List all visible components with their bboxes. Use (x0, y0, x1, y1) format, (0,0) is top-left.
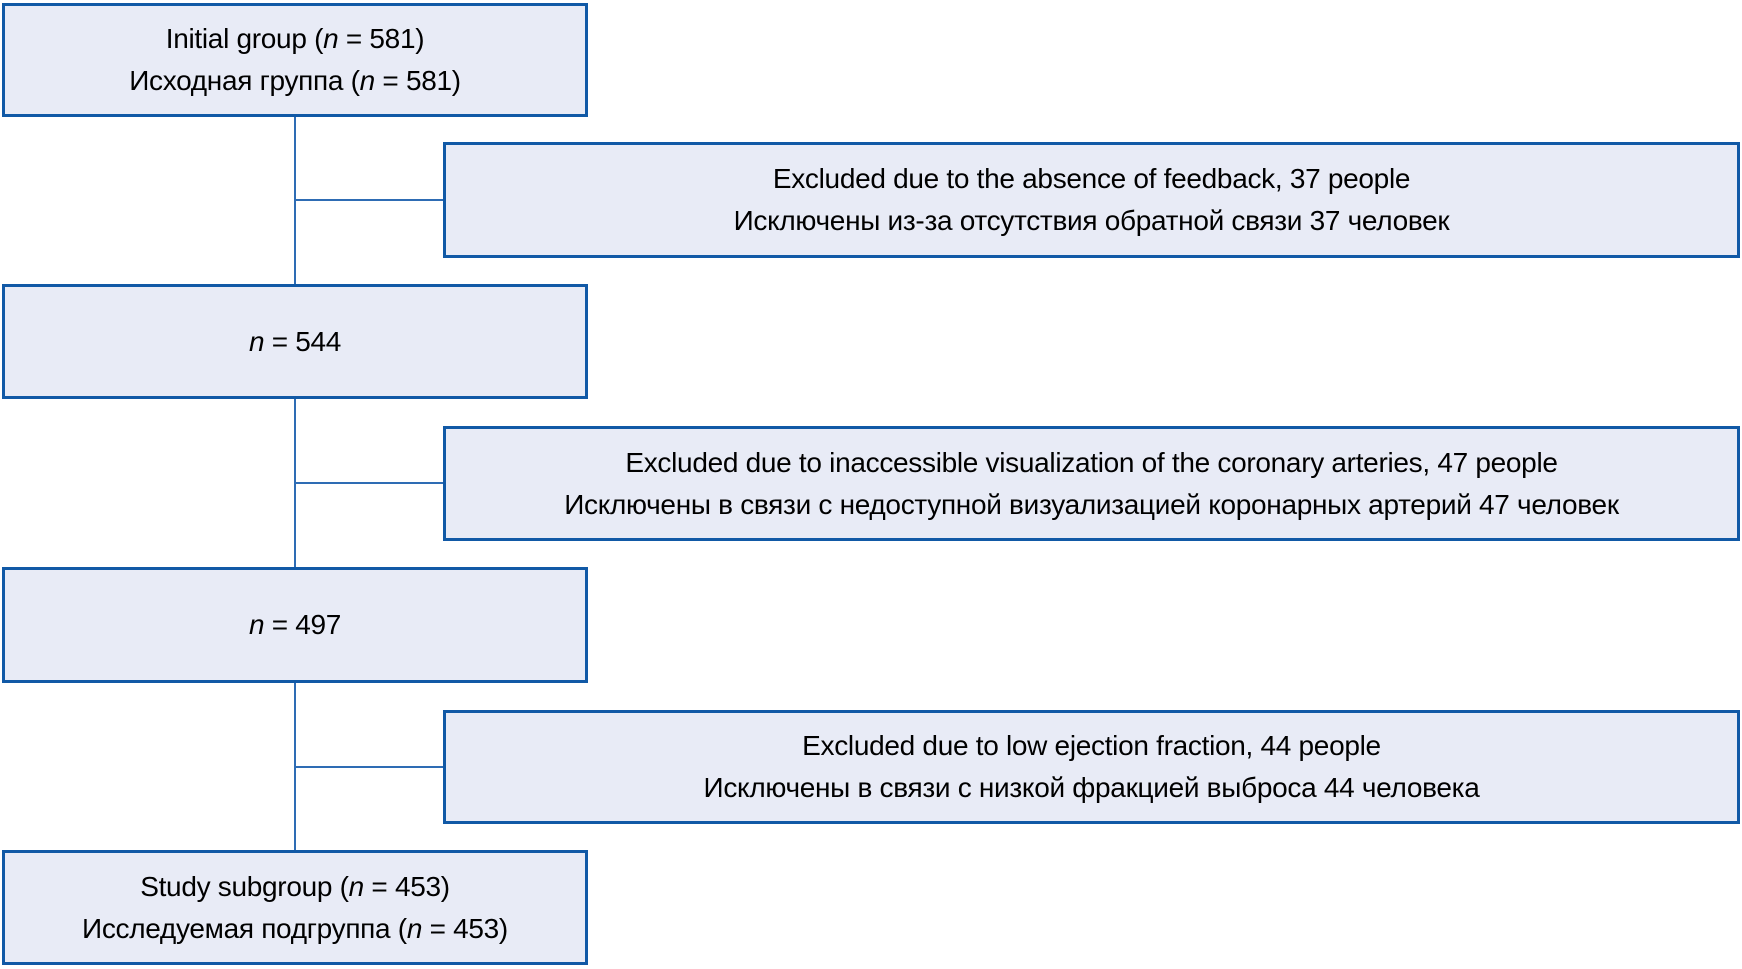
box-excluded-ejection-fraction: Excluded due to low ejection fraction, 4… (443, 710, 1740, 824)
excluded-visualization-label-en: Excluded due to inaccessible visualizati… (625, 446, 1558, 478)
connector-branch-1 (295, 199, 443, 201)
study-subgroup-label-en: Study subgroup (n = 453) (140, 870, 450, 902)
n-497-label: n = 497 (248, 609, 342, 640)
excluded-visualization-label-ru: Исключены в связи с недоступной визуализ… (564, 488, 1619, 520)
n-544-label: n = 544 (248, 325, 342, 357)
initial-group-label-en: Initial group (n = 581) (165, 23, 425, 54)
study-subgroup-label-ru: Исследуемая подгруппа (n = 453) (82, 912, 508, 944)
box-n-497: n = 497 (2, 567, 588, 683)
box-excluded-visualization: Excluded due to inaccessible visualizati… (443, 426, 1740, 541)
box-study-subgroup: Study subgroup (n = 453) Исследуемая под… (2, 850, 588, 965)
box-initial-group: Initial group (n = 581) Исходная группа … (2, 3, 588, 117)
excluded-feedback-label-en: Excluded due to the absence of feedback,… (772, 163, 1411, 194)
initial-group-label-ru: Исходная группа (n = 581) (129, 65, 461, 96)
box-excluded-feedback: Excluded due to the absence of feedback,… (443, 142, 1740, 258)
excluded-ejection-label-ru: Исключены в связи с низкой фракцией выбр… (703, 772, 1480, 803)
excluded-ejection-label-en: Excluded due to low ejection fraction, 4… (802, 730, 1381, 761)
connector-branch-2 (295, 482, 443, 484)
connector-branch-3 (295, 766, 443, 768)
excluded-feedback-label-ru: Исключены из-за отсутствия обратной связ… (733, 205, 1450, 236)
box-n-544: n = 544 (2, 284, 588, 399)
